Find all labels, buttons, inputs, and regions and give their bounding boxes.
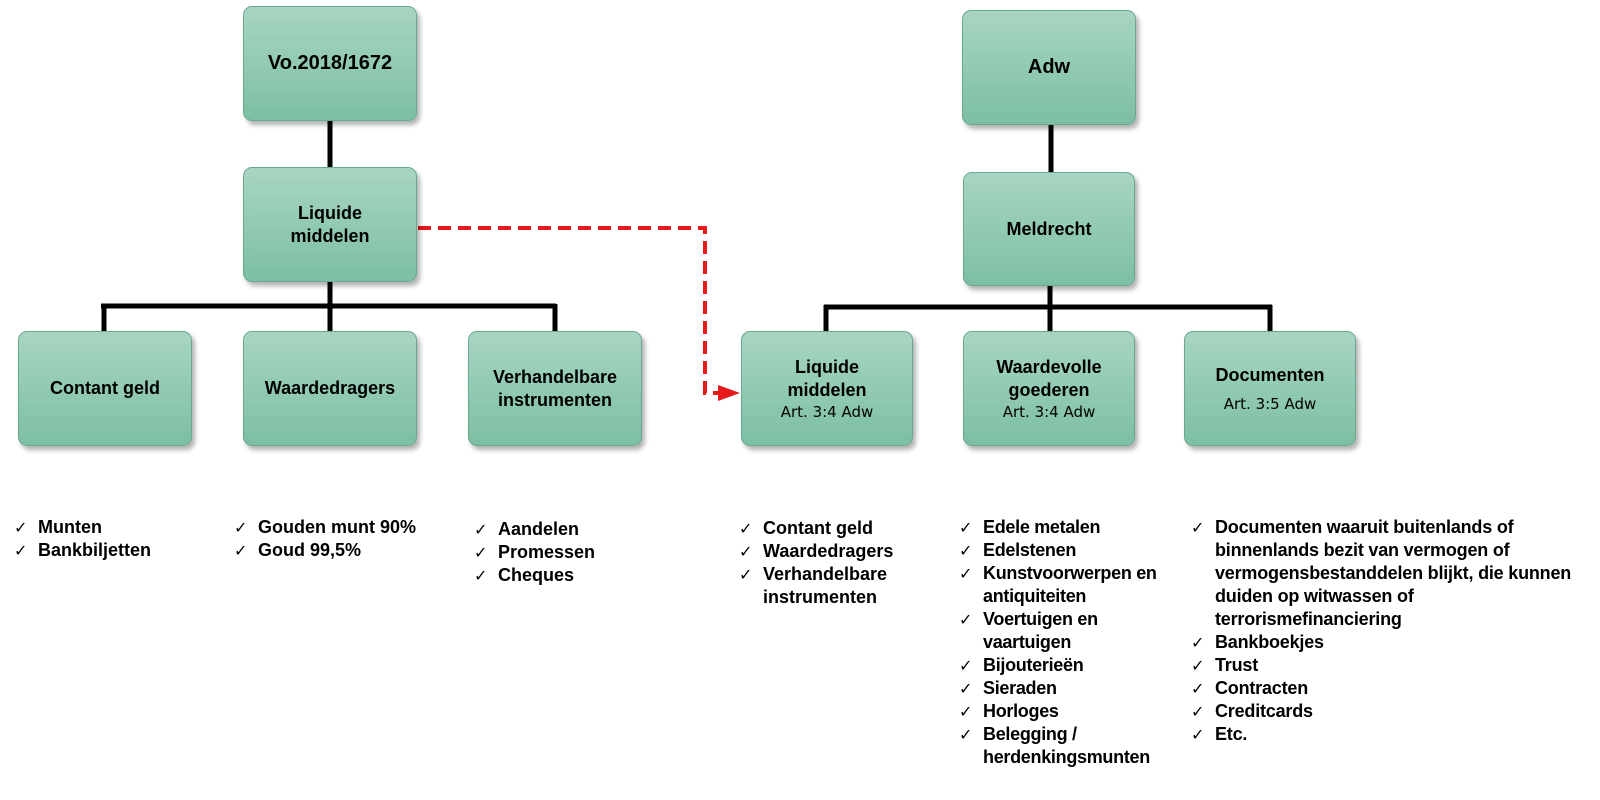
waardevolle-goederen-title: Waardevolle goederen [996, 357, 1102, 400]
list-item: Goud 99,5% [234, 539, 464, 562]
list-item: Sieraden [959, 677, 1199, 700]
documenten-list: Documenten waaruit buitenlands of binnen… [1191, 516, 1596, 746]
vo-2018-1672-title: Vo.2018/1672 [267, 52, 393, 74]
waardevolle-goederen-list: Edele metalen Edelstenen Kunstvoorwerpen… [959, 516, 1199, 769]
list-item: Verhandelbare instrumenten [739, 563, 913, 609]
list-item: Promessen [474, 541, 684, 564]
list-item: Documenten waaruit buitenlands of binnen… [1191, 516, 1596, 631]
waardedragers-box: Waardedragers [243, 331, 417, 446]
documenten-title: Documenten [1215, 365, 1325, 385]
vo-2018-1672-box: Vo.2018/1672 [243, 6, 417, 121]
meldrecht-title: Meldrecht [1006, 218, 1092, 239]
adw-box: Adw [962, 10, 1136, 125]
liquide-middelen-list: Contant geld Waardedragers Verhandelbare… [739, 517, 959, 609]
list-item: Kunstvoorwerpen en antiquiteiten [959, 562, 1199, 608]
verhandelbare-instrumenten-title: Verhandelbare instrumenten [492, 366, 618, 410]
list-item: Trust [1191, 654, 1596, 677]
waardedragers-title: Waardedragers [264, 378, 396, 398]
list-item: Contant geld [739, 517, 959, 540]
list-item: Creditcards [1191, 700, 1596, 723]
verhandelbare-instrumenten-box: Verhandelbare instrumenten [468, 331, 642, 446]
documenten-article: Art. 3:5 Adw [1223, 395, 1317, 413]
list-item: Waardedragers [739, 540, 959, 563]
list-item: Voertuigen en vaartuigen [959, 608, 1133, 654]
list-item: Edele metalen [959, 516, 1199, 539]
list-item: Gouden munt 90% [234, 516, 464, 539]
list-item: Bijouterieën [959, 654, 1199, 677]
waardedragers-list: Gouden munt 90% Goud 99,5% [234, 516, 464, 562]
list-item: Munten [14, 516, 214, 539]
contant-geld-title: Contant geld [50, 378, 160, 398]
liquide-middelen-title-right: Liquide middelen [787, 357, 867, 400]
list-item: Edelstenen [959, 539, 1199, 562]
liquide-middelen-title-left: Liquide middelen [290, 202, 370, 246]
waardevolle-goederen-article: Art. 3:4 Adw [1002, 403, 1096, 421]
liquide-middelen-article: Art. 3:4 Adw [780, 403, 874, 421]
documenten-box: Documenten Art. 3:5 Adw [1184, 331, 1356, 446]
adw-title: Adw [1027, 56, 1071, 78]
list-item: Horloges [959, 700, 1199, 723]
contant-geld-box: Contant geld [18, 331, 192, 446]
list-item: Bankbiljetten [14, 539, 214, 562]
list-item: Contracten [1191, 677, 1596, 700]
liquide-middelen-box-left: Liquide middelen [243, 167, 417, 282]
list-item: Aandelen [474, 518, 684, 541]
dashed-arrow [418, 226, 740, 401]
verhandelbare-instrumenten-list: Aandelen Promessen Cheques [474, 518, 684, 587]
list-item: Bankboekjes [1191, 631, 1596, 654]
meldrecht-box: Meldrecht [963, 172, 1135, 286]
list-item: Belegging / herdenkingsmunten [959, 723, 1173, 769]
list-item: Etc. [1191, 723, 1596, 746]
waardevolle-goederen-box: Waardevolle goederen Art. 3:4 Adw [963, 331, 1135, 446]
liquide-middelen-box-right: Liquide middelen Art. 3:4 Adw [741, 331, 913, 446]
list-item: Cheques [474, 564, 684, 587]
contant-geld-list: Munten Bankbiljetten [14, 516, 214, 562]
